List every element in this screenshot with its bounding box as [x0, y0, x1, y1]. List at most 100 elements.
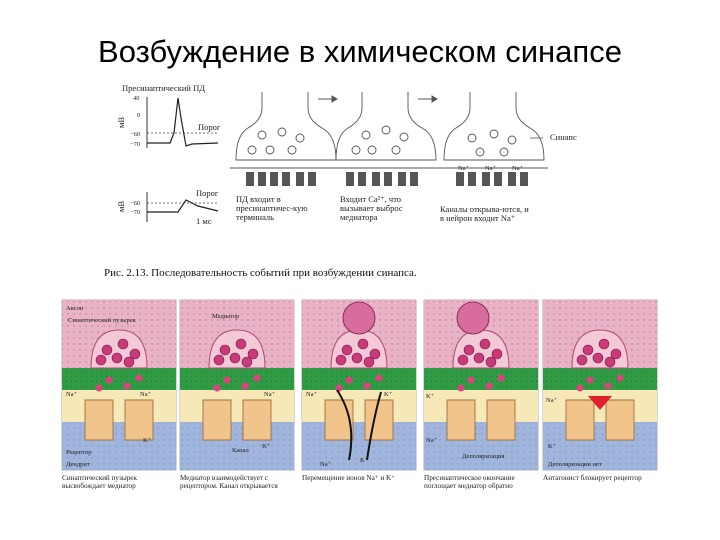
step-arrows [318, 96, 437, 102]
vesicle [220, 345, 230, 355]
vesicle [352, 353, 362, 363]
transmitter [346, 377, 353, 384]
transmitter [498, 375, 505, 382]
vesicle [593, 353, 603, 363]
large-vesicle [343, 302, 375, 334]
vesicle [230, 353, 240, 363]
vesicle [102, 345, 112, 355]
vesicle [474, 353, 484, 363]
ion-label-2: Na⁺ [485, 165, 496, 172]
graph2-threshold: Порог [196, 188, 219, 198]
graph1-title: Пресинаптический ПД [122, 83, 205, 93]
panel-1: АксонСинаптический пузырекNa⁺ Na⁺ K⁺ Рецепт… [62, 300, 176, 514]
step-caption-3: Каналы открыва-ются, и в нейрон входит N… [440, 205, 532, 249]
transmitter [214, 385, 221, 392]
synapse-label: Синапс [550, 132, 577, 142]
tick-minus70: −70 [130, 141, 140, 148]
transmitter [254, 375, 261, 382]
transmitter [617, 375, 624, 382]
channels-row [246, 172, 528, 186]
receptor-right [365, 400, 393, 440]
panel-5-caption: Антагонист блокирует рецептор [543, 474, 657, 514]
vesicle [342, 345, 352, 355]
panel-1-label-2: Синаптический пузырек [68, 317, 137, 324]
vesicle [124, 357, 134, 367]
receptor-right [243, 400, 271, 440]
receptor-right [606, 400, 634, 440]
graph2-axis-unit: мВ [116, 201, 126, 212]
vesicle [458, 355, 468, 365]
panel-1-label-6: Рецептор [66, 449, 92, 456]
graph1-axis-unit: мВ [116, 117, 126, 128]
panel-1-label-4: Na⁺ [140, 391, 151, 398]
panel-1-label-1: Аксон [66, 305, 84, 312]
panel-5-label-2: K⁺ [548, 443, 556, 450]
ion-label-3: Na⁺ [512, 165, 523, 172]
vesicle [242, 357, 252, 367]
vesicle [464, 345, 474, 355]
vesicle [96, 355, 106, 365]
panel-4-label-1: K⁺ [426, 393, 434, 400]
transmitter [242, 383, 249, 390]
transmitter [364, 383, 371, 390]
transmitter [124, 383, 131, 390]
panel-2-label-3: K⁺ [262, 443, 270, 450]
panel-3-label-1: Na⁺ [306, 391, 317, 398]
vesicle [486, 357, 496, 367]
panel-1-label-7: Дендрит [66, 461, 90, 468]
vesicle [236, 339, 246, 349]
step-caption-1: ПД входит в пресинаптичес-кую терминаль [236, 195, 328, 239]
transmitter [376, 375, 383, 382]
tick2-minus60: −60 [130, 200, 140, 207]
presynaptic-ap-graph: Пресинаптический ПД 40 0 −60 −70 мВ Поро… [116, 83, 221, 148]
vesicle [364, 357, 374, 367]
panel-2-label-1: Медиатор [212, 313, 239, 320]
receptor-left [447, 400, 475, 440]
cleft-region [424, 390, 538, 422]
postsynaptic-graph: Порог −60 −70 мВ 1 мс [116, 188, 219, 226]
panel-3-label-2: K⁺ [384, 391, 392, 398]
panel-1-label-5: K⁺ [143, 437, 151, 444]
vesicle [599, 339, 609, 349]
receptor-left [566, 400, 594, 440]
panel-2-label-4: Канал [232, 447, 250, 454]
graph1-threshold: Порог [198, 122, 221, 132]
panel-3-caption: Перемещение ионов Na⁺ и K⁺ [302, 474, 416, 514]
panel-4: K⁺Na⁺ДеполяризацияПресинаптическое оконч… [424, 300, 538, 514]
panel-1-label-3: Na⁺ [66, 391, 77, 398]
transmitter [486, 383, 493, 390]
panel-4-label-3: Деполяризация [462, 453, 504, 460]
vesicle [605, 357, 615, 367]
figure-caption: Рис. 2.13. Последовательность событий пр… [104, 267, 417, 279]
receptor-right [487, 400, 515, 440]
vesicle [112, 353, 122, 363]
cleft-region [302, 390, 416, 422]
transmitter [605, 383, 612, 390]
cleft-region [62, 390, 176, 422]
tick2-minus70: −70 [130, 209, 140, 216]
synapse-sketch-2 [330, 92, 440, 168]
panel-5-label-1: Na⁺ [546, 397, 557, 404]
vesicle [214, 355, 224, 365]
synapse-sketch-1 [230, 92, 340, 168]
panel-3-label-3: Na⁺ [320, 461, 331, 468]
graph2-time: 1 мс [196, 216, 212, 226]
synapse-sketch-3 [438, 92, 548, 168]
vesicle [583, 345, 593, 355]
tick-40: 40 [133, 95, 140, 102]
step-caption-2: Входит Ca²⁺, что вызывает выброс медиато… [340, 195, 432, 239]
transmitter [106, 377, 113, 384]
tick-0: 0 [137, 112, 140, 119]
vesicle [358, 339, 368, 349]
transmitter [458, 385, 465, 392]
ion-label-1: Na⁺ [458, 165, 469, 172]
receptor-right [125, 400, 153, 440]
transmitter [224, 377, 231, 384]
panel-4-label-2: Na⁺ [426, 437, 437, 444]
panel-1-caption: Синаптический пузырек высвобождает медиа… [62, 474, 176, 514]
receptor-left [85, 400, 113, 440]
panel-2-label-2: Na⁺ [264, 391, 275, 398]
